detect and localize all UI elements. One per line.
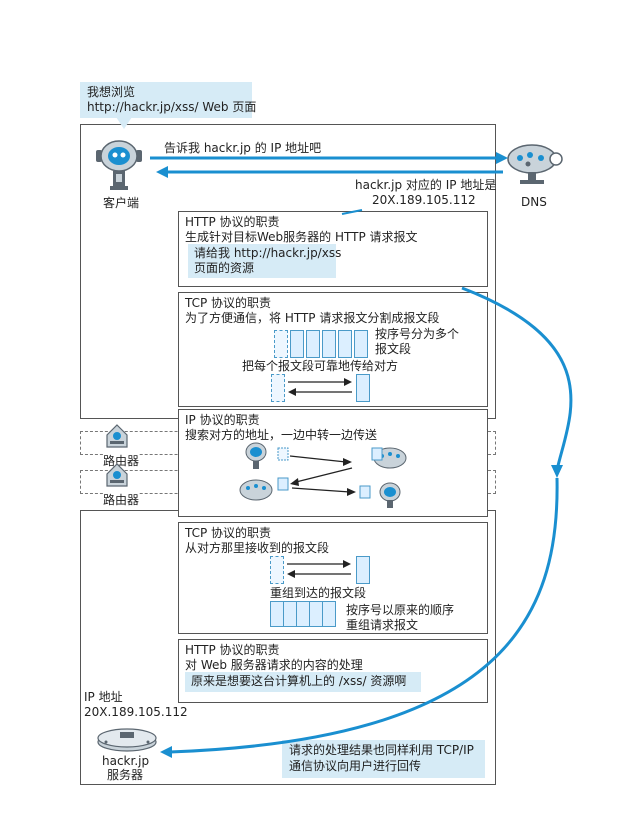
router-label-2: 路由器 xyxy=(103,493,140,508)
ip-desc: 搜索对方的地址，一边中转一边传送 xyxy=(185,428,378,442)
ip-title: IP 协议的职责 xyxy=(185,413,260,427)
segment-dashed xyxy=(271,374,285,402)
segment xyxy=(356,556,370,584)
transfer-arrows-icon xyxy=(288,378,352,396)
router-icon xyxy=(106,424,128,448)
client-robot-icon xyxy=(96,140,142,190)
server-ip-label: IP 地址 xyxy=(84,690,123,704)
speech-bubble: 我想浏览 http://hackr.jp/xss/ Web 页面 xyxy=(80,82,256,118)
http-send-title: HTTP 协议的职责 xyxy=(185,215,280,229)
http-request-line-2: 页面的资源 xyxy=(194,261,255,275)
response-note-line-1: 请求的处理结果也同样利用 TCP/IP xyxy=(289,743,474,757)
segment-dashed xyxy=(274,330,288,358)
server-name-2: 服务器 xyxy=(107,768,144,782)
dns-reply-line-1: hackr.jp 对应的 IP 地址是 xyxy=(355,178,497,192)
http-send-desc: 生成针对目标Web服务器的 HTTP 请求报文 xyxy=(185,230,418,244)
response-note-line-2: 通信协议向用户进行回传 xyxy=(289,759,422,773)
dns-reply-line-2: 20X.189.105.112 xyxy=(372,193,476,207)
dns-label: DNS xyxy=(521,195,547,209)
tcp-recv-note-2: 按序号以原来的顺序 xyxy=(346,603,455,617)
http-result-text: 原来是想要这台计算机上的 /xss/ 资源啊 xyxy=(191,674,407,688)
tcp-send-note-1: 按序号分为多个 xyxy=(375,327,460,341)
reassembled-segment xyxy=(322,601,336,627)
response-note-box: 请求的处理结果也同样利用 TCP/IP 通信协议向用户进行回传 xyxy=(282,740,485,778)
router-label-1: 路由器 xyxy=(103,454,140,469)
tcp-send-note-2: 报文段 xyxy=(375,342,412,356)
tcp-recv-note-1: 重组到达的报文段 xyxy=(270,586,367,600)
segment-dashed xyxy=(270,556,284,584)
http-request-line-1: 请给我 http://hackr.jp/xss xyxy=(194,246,342,260)
response-curve-arrow xyxy=(169,477,559,754)
http-recv-title: HTTP 协议的职责 xyxy=(185,643,280,657)
speech-bubble-tail xyxy=(116,117,132,129)
segment xyxy=(356,374,370,402)
tcp-send-title: TCP 协议的职责 xyxy=(185,296,272,310)
dns-reply-connector xyxy=(341,209,363,215)
tcp-recv-note-3: 重组请求报文 xyxy=(346,618,419,632)
dns-server-icon xyxy=(507,144,563,184)
tcp-recv-desc: 从对方那里接收到的报文段 xyxy=(185,541,330,555)
ip-panel: IP 协议的职责 搜索对方的地址，一边中转一边传送 xyxy=(178,409,488,517)
http-result-box: 原来是想要这台计算机上的 /xss/ 资源啊 xyxy=(185,672,421,692)
segment xyxy=(338,330,352,358)
request-curve-arrow xyxy=(461,286,573,471)
tcp-recv-title: TCP 协议的职责 xyxy=(185,526,272,540)
segment xyxy=(354,330,368,358)
tcp-send-note-3: 把每个报文段可靠地传给对方 xyxy=(242,359,399,373)
client-label: 客户端 xyxy=(103,196,140,210)
server-name-1: hackr.jp xyxy=(102,754,150,768)
segment xyxy=(322,330,336,358)
speech-line-2: http://hackr.jp/xss/ Web 页面 xyxy=(87,100,257,114)
ip-relay-diagram xyxy=(239,442,407,508)
tcp-send-desc: 为了方便通信，将 HTTP 请求报文分割成报文段 xyxy=(185,311,440,325)
segment xyxy=(290,330,304,358)
ask-dns-text: 告诉我 hackr.jp 的 IP 地址吧 xyxy=(164,141,322,155)
http-request-box: 请给我 http://hackr.jp/xss 页面的资源 xyxy=(188,244,341,278)
http-recv-panel: HTTP 协议的职责 对 Web 服务器请求的内容的处理 xyxy=(178,639,488,703)
http-recv-desc: 对 Web 服务器请求的内容的处理 xyxy=(185,658,363,672)
server-ip-value: 20X.189.105.112 xyxy=(84,705,188,719)
receive-arrows-icon xyxy=(287,560,351,578)
server-disk-icon xyxy=(97,728,157,752)
speech-line-1: 我想浏览 xyxy=(87,85,136,99)
router-icon xyxy=(106,463,128,487)
segment xyxy=(306,330,320,358)
